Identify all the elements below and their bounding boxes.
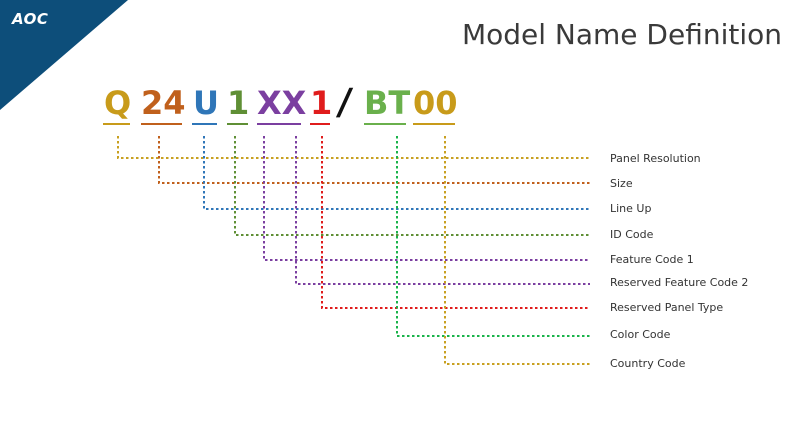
model-part-color-code: BT [364,84,411,122]
model-part-country-code: 00 [413,84,458,122]
underline-size [141,123,182,125]
label-id-code: ID Code [610,228,654,241]
label-reserved-feature-code-2: Reserved Feature Code 2 [610,276,749,289]
model-part-feature-codes: XX [257,84,307,122]
model-part-line-up: U [193,84,219,122]
underline-country-code [413,123,455,125]
aoc-logo: AOC [12,10,49,28]
underline-color-code [364,123,406,125]
underline-panel-resolution [103,123,130,125]
connector-size [158,136,590,184]
connector-line-up [203,136,590,210]
label-panel-resolution: Panel Resolution [610,152,701,165]
label-size: Size [610,177,633,190]
model-part-id-code: 1 [227,84,250,122]
connector-feature-code-1 [263,136,590,261]
connector-reserved-panel-type [321,136,590,309]
connector-id-code [234,136,590,236]
model-part-panel-resolution: Q [104,84,132,122]
logo-corner-shape [0,0,128,110]
underline-feature-codes [257,123,301,125]
model-part-panel-type: 1 [310,84,333,122]
underline-line-up [192,123,217,125]
label-reserved-panel-type: Reserved Panel Type [610,301,724,314]
underline-panel-type [310,123,330,125]
label-line-up: Line Up [610,202,652,215]
label-color-code: Color Code [610,328,671,341]
connector-country-code [444,136,590,365]
model-part-size: 24 [141,84,186,122]
logo-corner-background [0,0,128,110]
connector-color-code [396,136,590,337]
page-title: Model Name Definition [461,18,782,51]
underline-id-code [227,123,248,125]
connector-panel-resolution [117,136,590,159]
label-feature-code-1: Feature Code 1 [610,253,694,266]
label-country-code: Country Code [610,357,686,370]
